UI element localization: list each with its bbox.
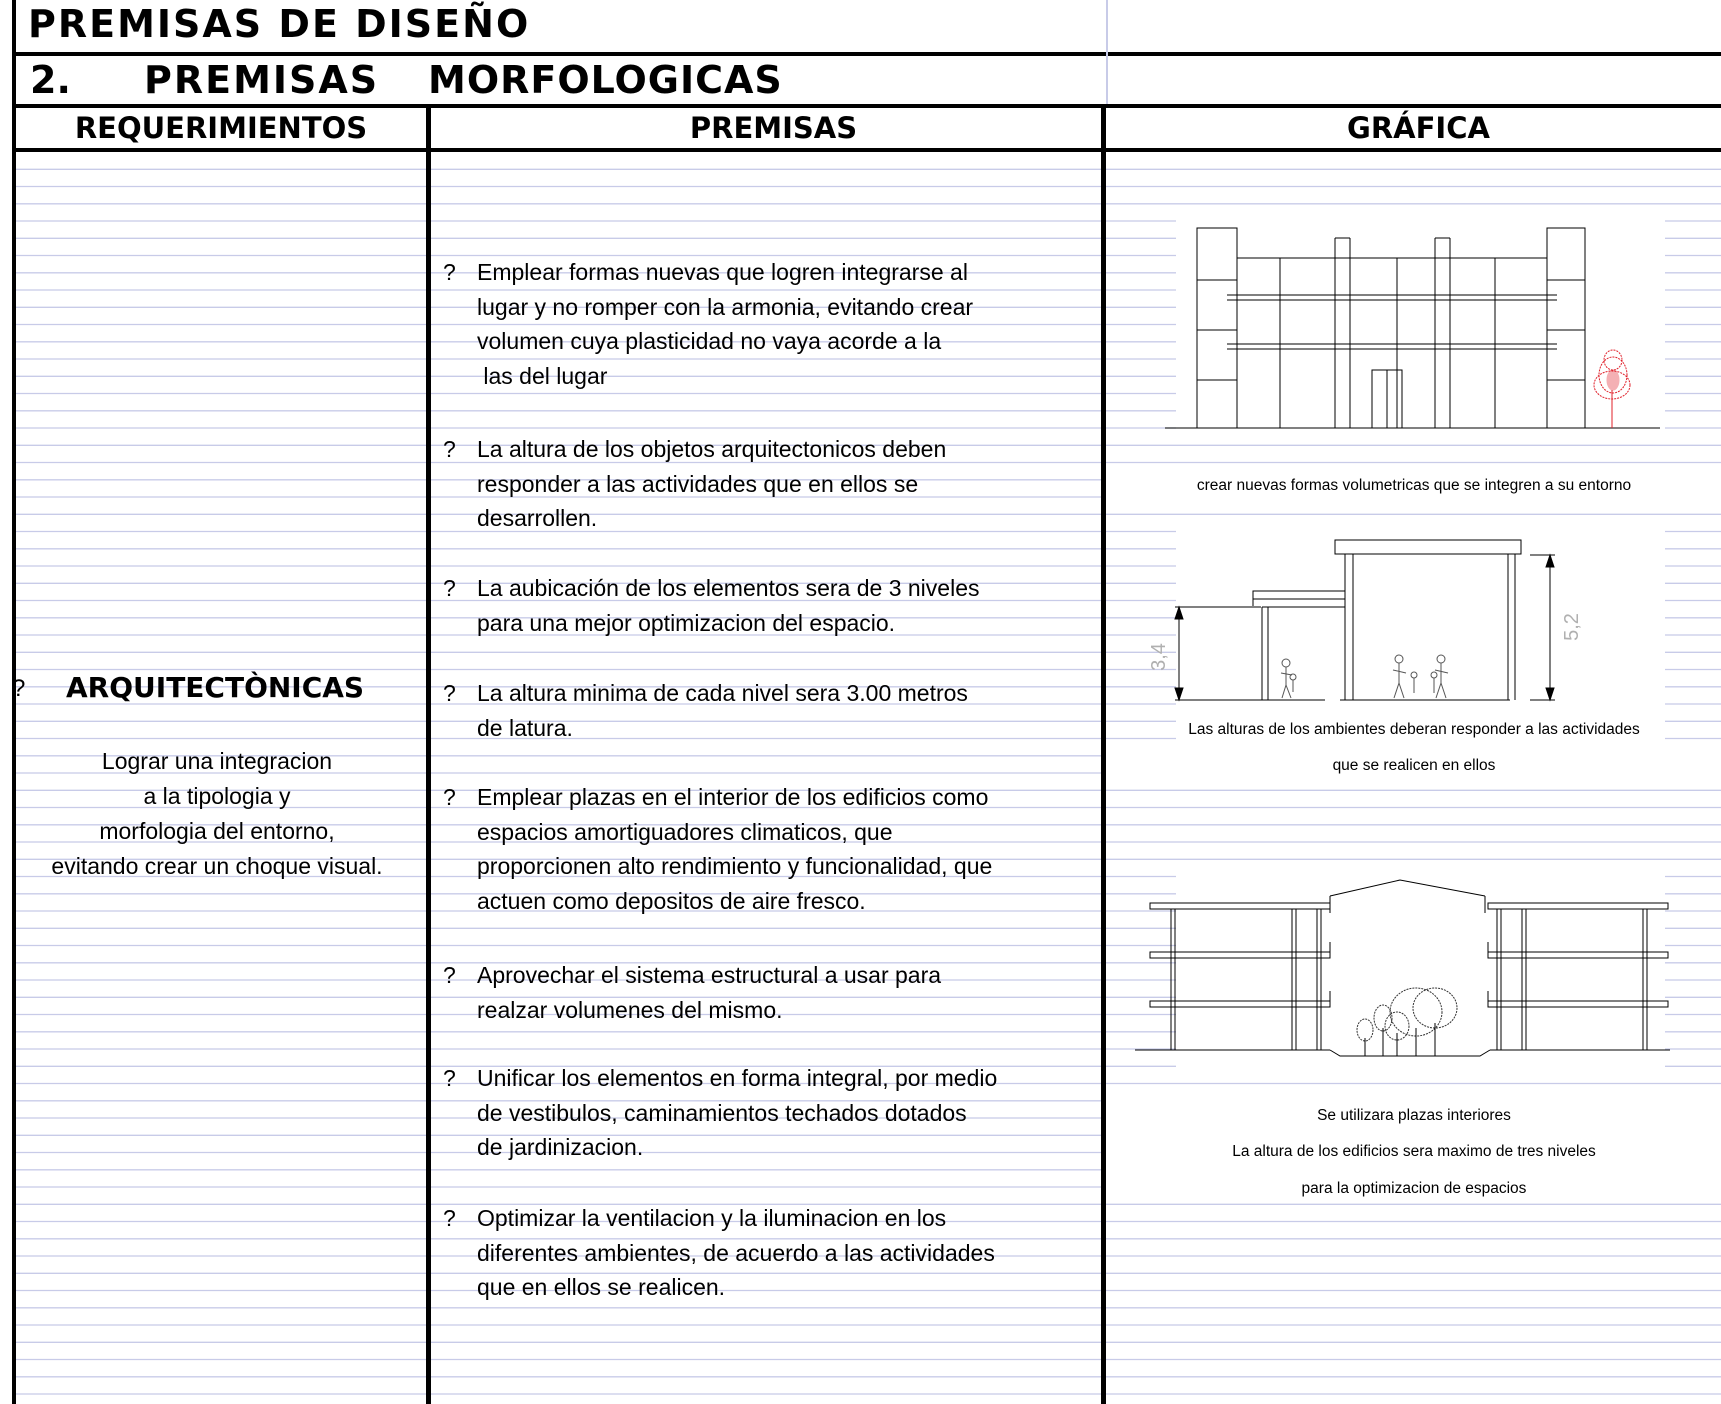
graphic-caption-3a: Se utilizara plazas interiores — [1317, 1107, 1511, 1124]
top-cell-divider — [1106, 0, 1108, 104]
premise-line: realzar volumenes del mismo. — [477, 996, 783, 1023]
document-title: PREMISAS DE DISEÑO — [28, 2, 531, 46]
premise-line: desarrollen. — [477, 505, 598, 531]
premise-line: de jardinizacion. — [477, 1134, 644, 1160]
requirement-line: Lograr una integracion — [101, 748, 333, 774]
premise-line: espacios amortiguadores climaticos, que — [477, 818, 893, 845]
premise-6[interactable]: ? Aprovechar el sistema estructural a usa… — [443, 958, 1103, 1027]
premise-bullet: ? — [443, 259, 456, 285]
requirement-title-cell[interactable]: ? ARQUITECTÒNICAS — [12, 669, 422, 709]
premise-2[interactable]: ? La altura de los objetos arquitectonico… — [443, 432, 1103, 536]
section-word-premisas: PREMISAS — [144, 58, 380, 102]
dimension-right-label: 5,2 — [1561, 613, 1583, 641]
graphic-caption-2a: Las alturas de los ambientes deberan res… — [1188, 721, 1640, 738]
premise-3[interactable]: ? La aubicación de los elementos sera de … — [443, 571, 1103, 640]
premise-line: que en ellos se realicen. — [477, 1274, 726, 1300]
requirement-bullet: ? — [12, 675, 26, 702]
header-premisas[interactable]: PREMISAS — [689, 111, 858, 145]
premise-line: La altura minima de cada nivel sera 3.00… — [477, 680, 968, 706]
dimension-left-label: 3,4 — [1148, 643, 1170, 671]
premise-5[interactable]: ? Emplear plazas en el interior de los ed… — [443, 780, 1103, 918]
column-divider-2 — [1101, 108, 1106, 1404]
premise-7[interactable]: ? Unificar los elementos en forma integra… — [443, 1061, 1103, 1165]
premise-line: volumen cuya plasticidad no vaya acorde … — [477, 328, 942, 354]
facade-elevation-drawing — [1165, 227, 1660, 429]
premise-bullet: ? — [443, 1205, 456, 1231]
premise-bullet: ? — [443, 680, 456, 706]
section-heights-drawing: 3,4 5,2 — [1148, 539, 1583, 702]
requirement-title: ARQUITECTÒNICAS — [66, 671, 365, 704]
premise-line: de latura. — [477, 714, 573, 741]
graphic-caption-3b: La altura de los edificios sera maximo d… — [1232, 1143, 1596, 1160]
premise-line: diferentes ambientes, de acuerdo a las a… — [477, 1239, 995, 1266]
premise-line: proporcionen alto rendimiento y funciona… — [477, 853, 993, 879]
graphic-caption-3c: para la optimizacion de espacios — [1301, 1180, 1527, 1197]
premise-bullet: ? — [443, 436, 456, 462]
requirement-line: morfologia del entorno, — [99, 818, 335, 844]
interior-plaza-section-drawing — [1135, 879, 1670, 1057]
requirement-description[interactable]: Lograr una integracion a la tipologia y … — [16, 744, 418, 884]
premise-line: responder a las actividades que en ellos… — [477, 470, 919, 497]
premise-line: para una mejor optimizacion del espacio. — [477, 609, 896, 636]
premise-line: lugar y no romper con la armonia, evitan… — [477, 293, 974, 320]
premise-line: La altura de los objetos arquitectonicos… — [477, 436, 947, 462]
premise-line: las del lugar — [477, 362, 608, 389]
premise-1[interactable]: ? Emplear formas nuevas que logren integr… — [443, 255, 1103, 393]
premise-line: Emplear formas nuevas que logren integra… — [477, 259, 968, 285]
premise-line: Emplear plazas en el interior de los edi… — [477, 784, 989, 810]
left-border — [12, 108, 16, 1404]
section-word-morfologicas: MORFOLOGICAS — [428, 58, 783, 102]
premise-bullet: ? — [443, 962, 456, 988]
graphic-caption-2b: que se realicen en ellos — [1332, 757, 1496, 774]
premise-bullet: ? — [443, 575, 456, 601]
header-requerimientos[interactable]: REQUERIMIENTOS — [74, 111, 368, 145]
document-title-row[interactable]: PREMISAS DE DISEÑO — [12, 0, 1721, 56]
graphic-caption-1: crear nuevas formas volumetricas que se … — [1196, 477, 1632, 494]
requirement-line: a la tipologia y — [143, 783, 291, 809]
premise-line: de vestibulos, caminamientos techados do… — [477, 1099, 967, 1126]
premise-line: Unificar los elementos en forma integral… — [477, 1065, 998, 1091]
premise-bullet: ? — [443, 1065, 456, 1091]
header-grafica[interactable]: GRÁFICA — [1347, 111, 1490, 145]
premise-8[interactable]: ? Optimizar la ventilacion y la iluminaci… — [443, 1201, 1103, 1305]
premise-line: Optimizar la ventilacion y la iluminacio… — [477, 1205, 947, 1231]
premise-line: Aprovechar el sistema estructural a usar… — [477, 962, 942, 988]
premise-4[interactable]: ? La altura minima de cada nivel sera 3.0… — [443, 676, 1103, 745]
premise-bullet: ? — [443, 784, 456, 810]
column-divider-1 — [426, 108, 431, 1404]
section-number: 2. — [30, 58, 71, 102]
requirement-line: evitando crear un choque visual. — [51, 853, 383, 879]
premise-line: actuen como depositos de aire fresco. — [477, 887, 866, 914]
section-title-row[interactable]: 2. PREMISAS MORFOLOGICAS — [12, 56, 1721, 108]
column-header-row: REQUERIMIENTOS PREMISAS GRÁFICA — [12, 108, 1721, 152]
premise-line: La aubicación de los elementos sera de 3… — [477, 575, 980, 601]
